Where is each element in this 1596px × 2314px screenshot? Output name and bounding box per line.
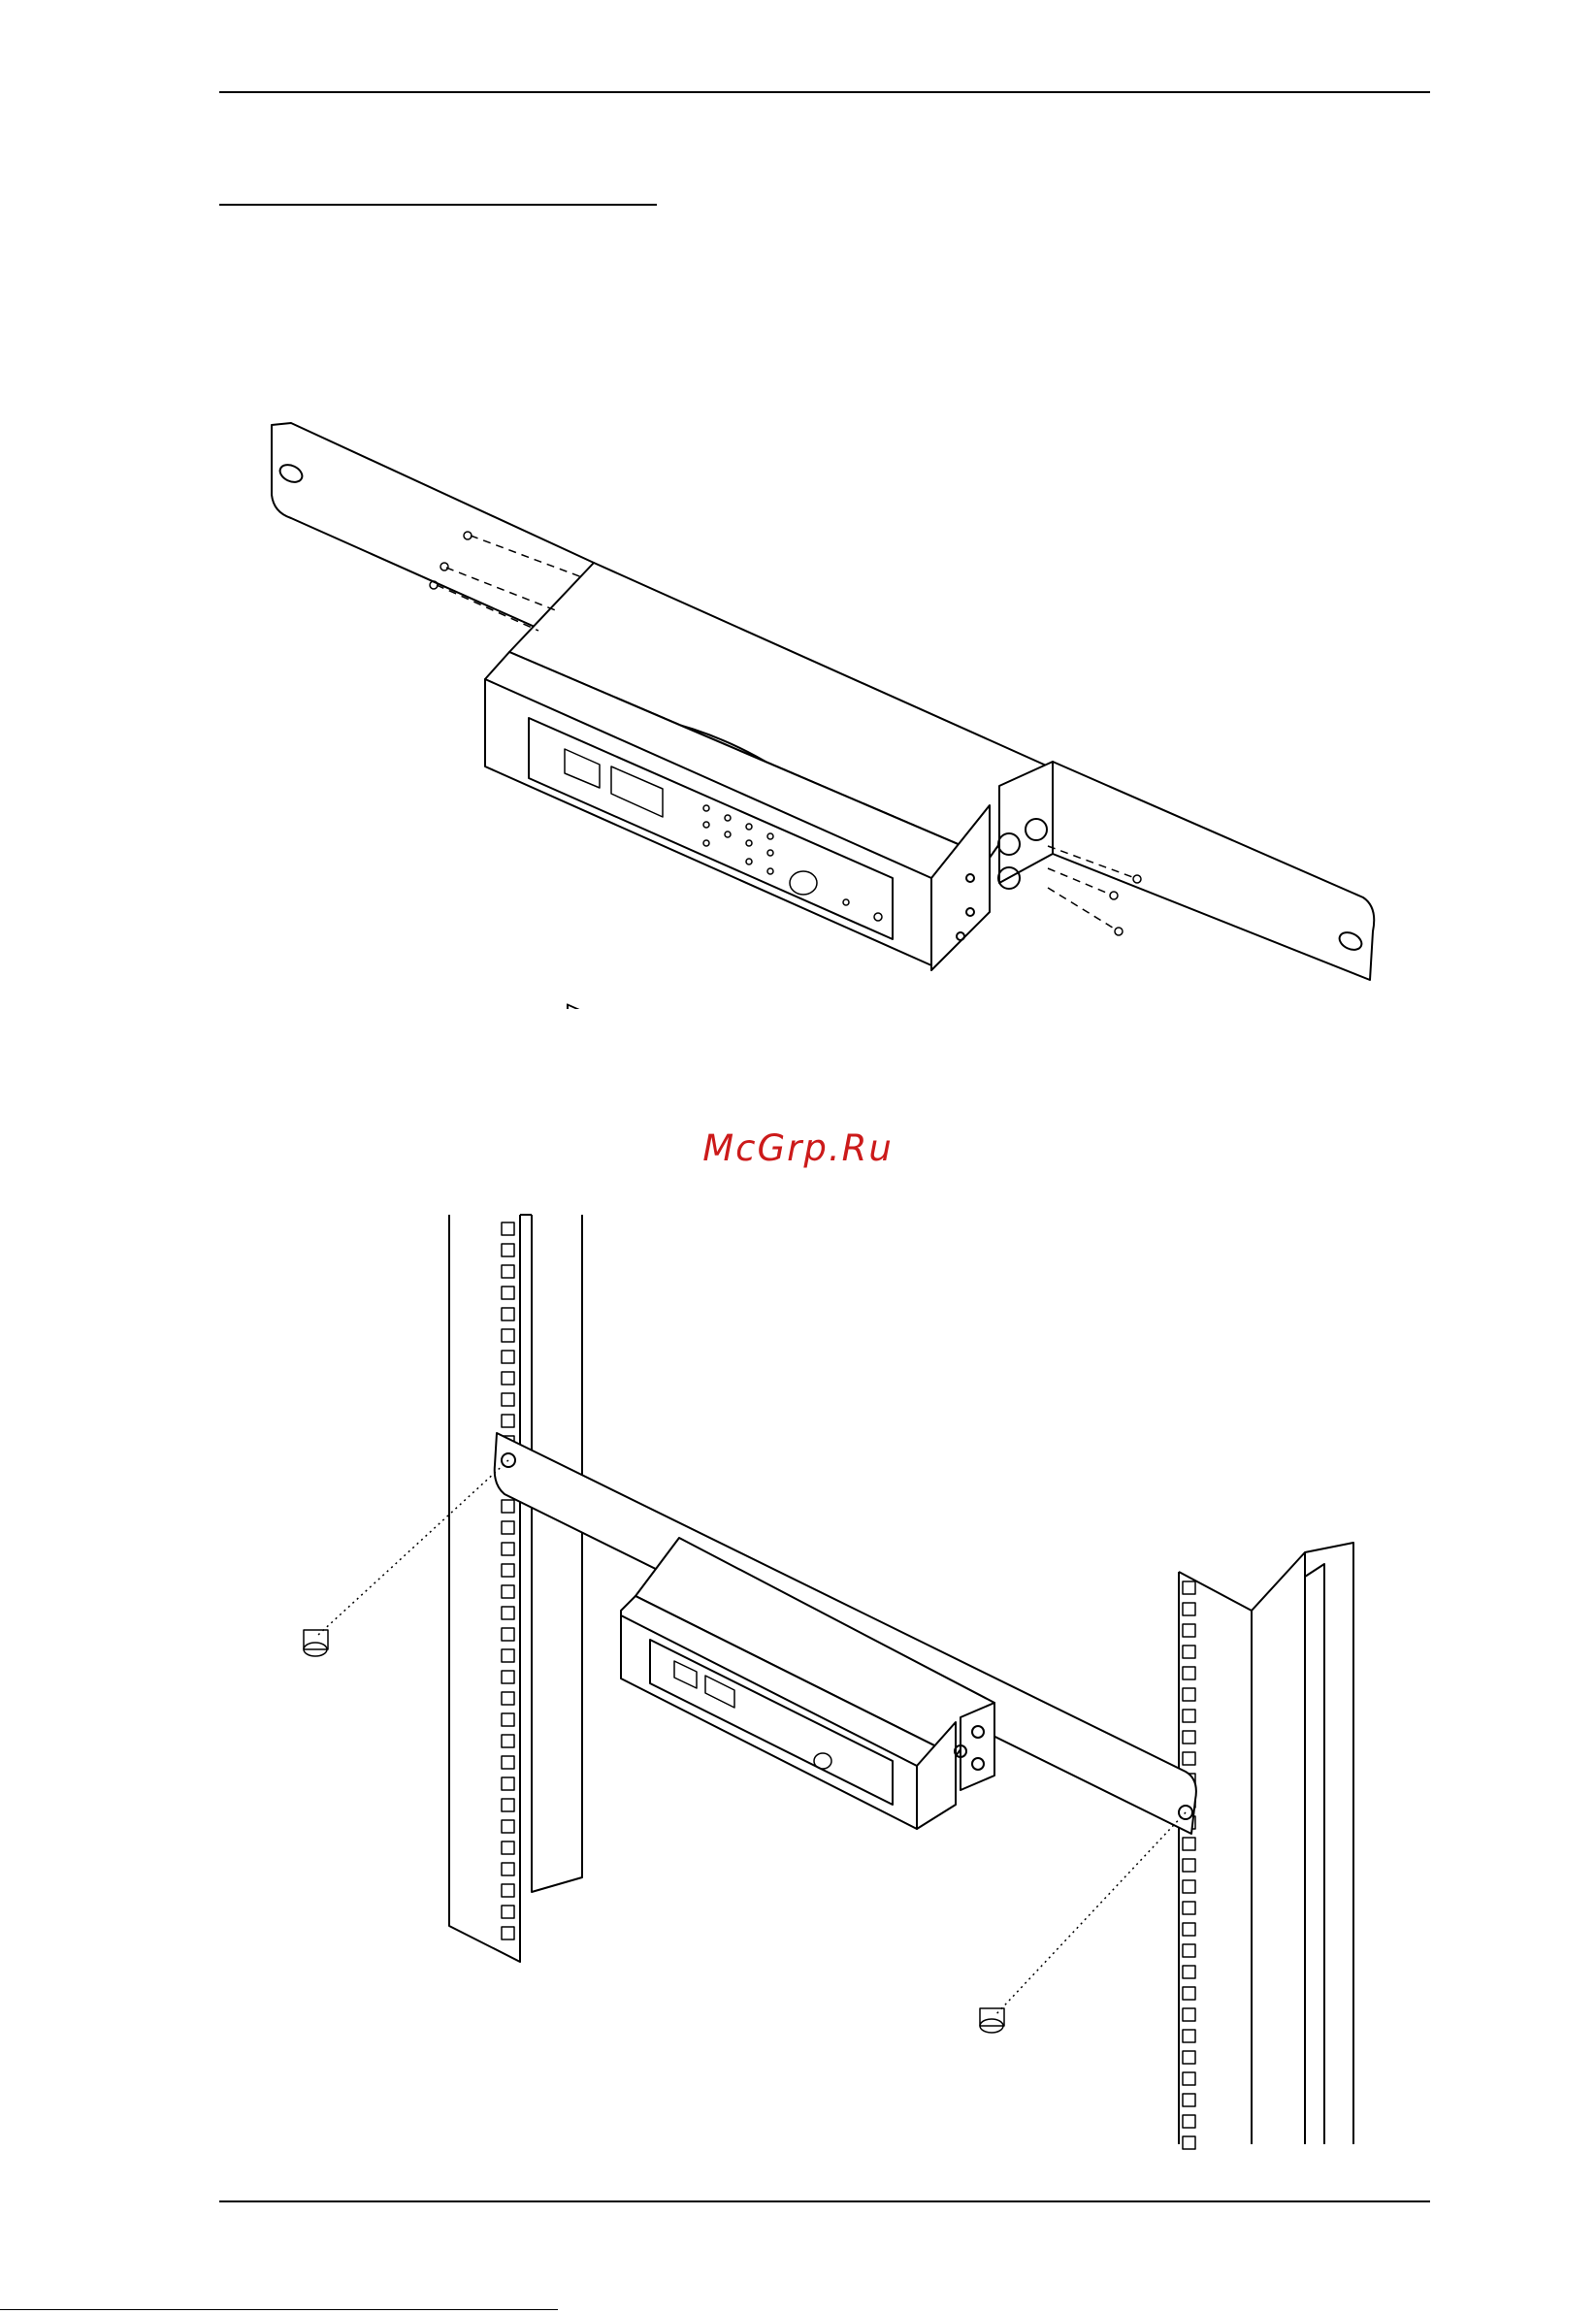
rail-hole (1183, 1603, 1195, 1615)
rail-hole (1183, 2051, 1195, 2064)
rail-hole (502, 1820, 514, 1833)
rail-hole (1183, 2094, 1195, 2106)
bracket-attachment-figure (0, 407, 1596, 1009)
rail-hole (1183, 2008, 1195, 2021)
rail-hole (1183, 1667, 1195, 1679)
right-rack-rail (1179, 1543, 1353, 2144)
display-window-small (568, 1004, 599, 1009)
rail-hole (1183, 1646, 1195, 1658)
rail-hole (502, 1863, 514, 1875)
rail-hole (1183, 2115, 1195, 2128)
rail-hole (502, 1543, 514, 1555)
rail-hole (502, 1415, 514, 1427)
rail-hole (502, 1308, 514, 1320)
rail-hole (1183, 1710, 1195, 1722)
rail-hole (1183, 1688, 1195, 1701)
rail-hole (1183, 1902, 1195, 1914)
rail-hole (502, 1649, 514, 1662)
rail-hole (502, 1521, 514, 1534)
rail-hole (1183, 1987, 1195, 2000)
rail-hole (502, 1799, 514, 1811)
left-rail-holes (502, 1222, 514, 1939)
rail-hole (502, 1393, 514, 1406)
footer-rule (219, 2200, 1430, 2202)
rail-hole (502, 1671, 514, 1683)
watermark-text: McGrp.Ru (0, 1127, 1596, 1169)
rail-hole (502, 1329, 514, 1342)
rail-hole (1183, 2072, 1195, 2085)
rail-hole (502, 1500, 514, 1513)
rack-mounting-figure (0, 1213, 1596, 2154)
rail-hole (502, 1244, 514, 1256)
rail-hole (1183, 1880, 1195, 1893)
rail-hole (1183, 1859, 1195, 1872)
rail-hole (1183, 1752, 1195, 1765)
bottom-rule (0, 2309, 558, 2310)
rail-hole (502, 1265, 514, 1278)
rail-hole (1183, 1966, 1195, 1978)
rail-hole (502, 1906, 514, 1918)
rail-hole (502, 1372, 514, 1385)
rail-hole (1183, 1923, 1195, 1936)
rail-hole (1183, 2136, 1195, 2149)
rail-hole (502, 1692, 514, 1705)
header-rule (219, 91, 1430, 93)
rail-hole (1183, 1944, 1195, 1957)
rail-hole (502, 1564, 514, 1577)
rail-hole (502, 1841, 514, 1854)
rail-hole (502, 1222, 514, 1235)
left-rack-rail (449, 1215, 582, 1962)
rail-hole (502, 1607, 514, 1619)
rail-hole (502, 1713, 514, 1726)
left-bracket (272, 423, 594, 631)
rail-hole (502, 1927, 514, 1939)
rail-hole (502, 1585, 514, 1598)
rail-hole (1183, 1731, 1195, 1744)
rail-hole (502, 1351, 514, 1363)
right-rail-holes (1183, 1581, 1195, 2149)
rail-hole (502, 1884, 514, 1897)
rack-device (621, 1538, 994, 1829)
rail-hole (1183, 1624, 1195, 1637)
rail-hole (1183, 1838, 1195, 1850)
rail-hole (502, 1756, 514, 1769)
rail-hole (1183, 2030, 1195, 2042)
device-body (485, 563, 1053, 1009)
section-heading-underline (219, 204, 657, 206)
rail-hole (502, 1287, 514, 1299)
rail-hole (502, 1735, 514, 1747)
rail-hole (502, 1777, 514, 1790)
rail-hole (1183, 1581, 1195, 1594)
rail-hole (502, 1628, 514, 1641)
